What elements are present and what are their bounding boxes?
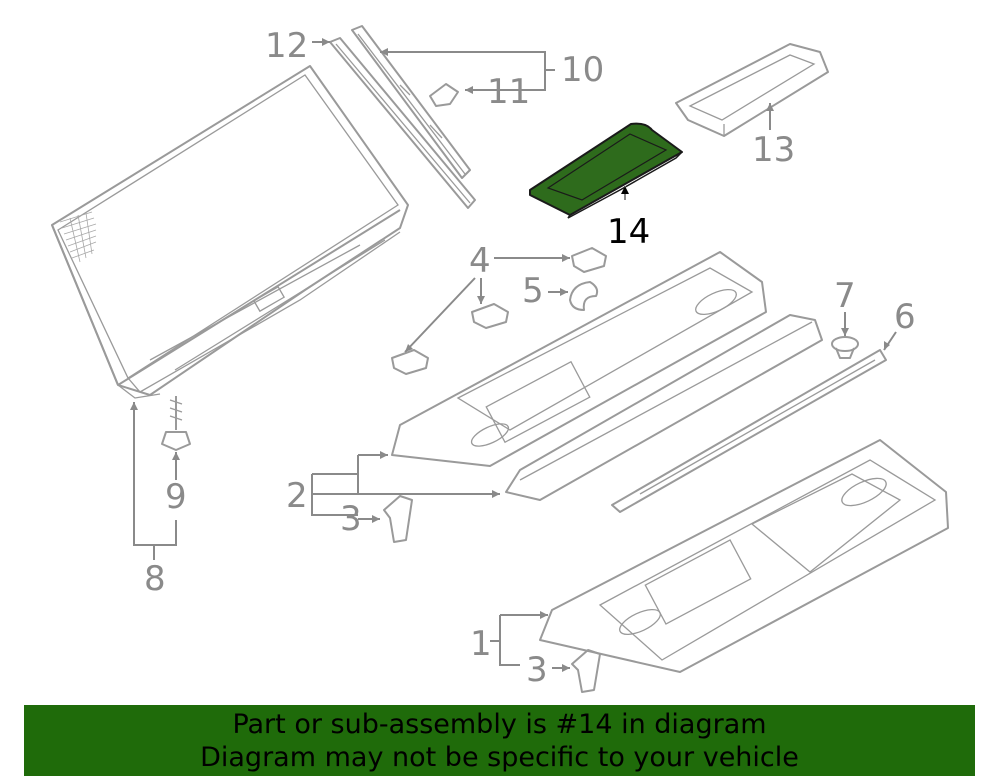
callout-labels: 1 2 3 3 4 5 6 7 8 9 10 11 12 13 14 [144,26,916,690]
part-4-mounting-blocks [391,247,607,375]
callout-4: 4 [469,241,491,281]
banner-line-2: Diagram may not be specific to your vehi… [200,742,799,773]
callout-6: 6 [894,297,916,337]
callout-13: 13 [752,130,795,170]
part-1-package-tray [539,439,949,673]
part-2-package-tray [391,251,823,501]
part-11-clip [429,83,459,107]
callout-8: 8 [144,559,166,599]
part-8-screen-assembly [51,65,409,399]
callout-14-highlighted: 14 [607,212,650,252]
part-12-guide-rail [329,37,476,209]
part-3-brackets [383,495,601,693]
callout-7: 7 [834,276,856,316]
callout-11: 11 [487,72,530,112]
part-14-highlighted-cover [529,122,683,219]
banner-line-1: Part or sub-assembly is #14 in diagram [232,709,767,740]
part-6-long-trim [611,349,887,513]
part-10-trim-strip [351,25,471,179]
leader-arrowheads [130,38,890,672]
info-banner: Part or sub-assembly is #14 in diagram D… [24,705,975,776]
callout-1: 1 [470,624,492,664]
callout-2: 2 [286,476,308,516]
part-7-push-pin [831,336,859,359]
callout-3-lower: 3 [526,650,548,690]
part-13-cover-panel [675,43,829,137]
part-9-bolt [161,396,191,451]
callout-3-upper: 3 [340,499,362,539]
callout-12: 12 [265,26,308,66]
mesh-pattern [59,211,97,263]
callout-10: 10 [561,50,604,90]
callout-5: 5 [522,271,544,311]
part-5-grommet [569,281,599,311]
callout-9: 9 [165,477,187,517]
